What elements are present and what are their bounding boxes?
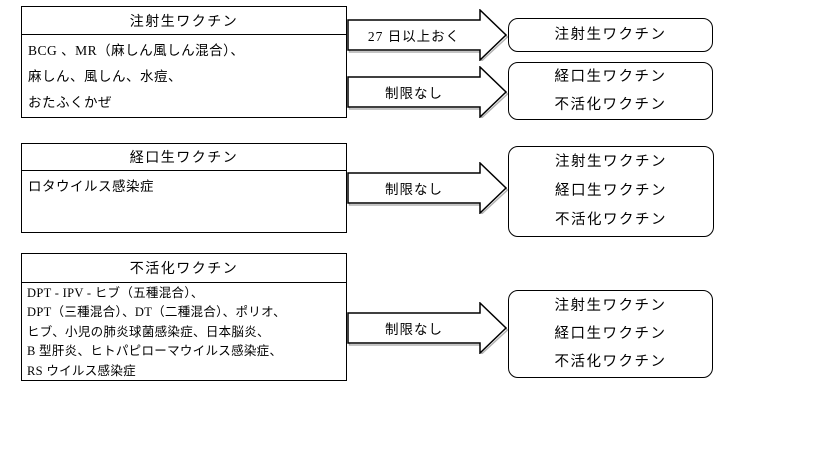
- source-box-line: B 型肝炎、ヒトパピローマウイルス感染症、: [27, 344, 283, 359]
- interval-arrow-27days: 27 日以上おく: [347, 9, 508, 61]
- result-box-line: 不活化ワクチン: [554, 354, 667, 370]
- block-arrow-icon: [347, 302, 508, 354]
- source-box-line: DPT - IPV - ヒブ（五種混合）、: [27, 286, 204, 300]
- source-box-line: 麻しん、風しん、水痘、: [28, 69, 182, 84]
- source-box-injected-live: 注射生ワクチン BCG 、MR（麻しん風しん混合）、 麻しん、風しん、水痘、 お…: [21, 6, 347, 118]
- arrow-label: 制限なし: [385, 182, 443, 197]
- result-box-all-vaccines: 注射生ワクチン 経口生ワクチン 不活化ワクチン: [508, 290, 713, 378]
- source-box-body: BCG 、MR（麻しん風しん混合）、 麻しん、風しん、水痘、 おたふくかぜ: [22, 35, 346, 116]
- block-arrow-icon: [347, 162, 508, 214]
- source-box-oral-live: 経口生ワクチン ロタウイルス感染症: [21, 143, 347, 233]
- source-box-line: ロタウイルス感染症: [28, 179, 154, 194]
- result-box-line: 経口生ワクチン: [554, 69, 667, 85]
- result-box-injected-live: 注射生ワクチン: [508, 18, 713, 52]
- source-box-body: ロタウイルス感染症: [22, 171, 346, 200]
- result-box-line: 不活化ワクチン: [555, 212, 667, 228]
- result-box-all-vaccines: 注射生ワクチン 経口生ワクチン 不活化ワクチン: [508, 146, 714, 237]
- result-box-oral-inactivated: 経口生ワクチン 不活化ワクチン: [508, 62, 713, 120]
- result-box-line: 注射生ワクチン: [554, 27, 667, 43]
- source-box-title: 経口生ワクチン: [22, 144, 346, 171]
- interval-arrow-no-limit: 制限なし: [347, 302, 508, 354]
- result-box-line: 注射生ワクチン: [554, 298, 667, 314]
- source-box-line: ヒブ、小児の肺炎球菌感染症、日本脳炎、: [27, 324, 270, 339]
- source-box-title: 注射生ワクチン: [22, 7, 346, 35]
- result-box-line: 注射生ワクチン: [555, 154, 667, 170]
- source-box-line: BCG 、MR（麻しん風しん混合）、: [28, 43, 245, 58]
- block-arrow-icon: [347, 66, 508, 118]
- arrow-label: 制限なし: [385, 322, 443, 337]
- source-box-line: おたふくかぜ: [28, 95, 112, 110]
- result-box-line: 不活化ワクチン: [554, 97, 667, 113]
- arrow-label: 27 日以上おく: [367, 29, 461, 44]
- arrow-label: 制限なし: [385, 86, 443, 101]
- interval-arrow-no-limit: 制限なし: [347, 66, 508, 118]
- source-box-line: DPT（三種混合）、DT（二種混合）、ポリオ、: [27, 305, 286, 320]
- result-box-line: 経口生ワクチン: [555, 183, 667, 199]
- source-box-inactivated: 不活化ワクチン DPT - IPV - ヒブ（五種混合）、 DPT（三種混合）、…: [21, 253, 347, 381]
- interval-arrow-no-limit: 制限なし: [347, 162, 508, 214]
- source-box-line: RS ウイルス感染症: [27, 363, 136, 378]
- result-box-line: 経口生ワクチン: [554, 326, 667, 342]
- source-box-title: 不活化ワクチン: [22, 254, 346, 283]
- block-arrow-icon: [347, 9, 508, 61]
- source-box-body: DPT - IPV - ヒブ（五種混合）、 DPT（三種混合）、DT（二種混合）…: [22, 283, 346, 381]
